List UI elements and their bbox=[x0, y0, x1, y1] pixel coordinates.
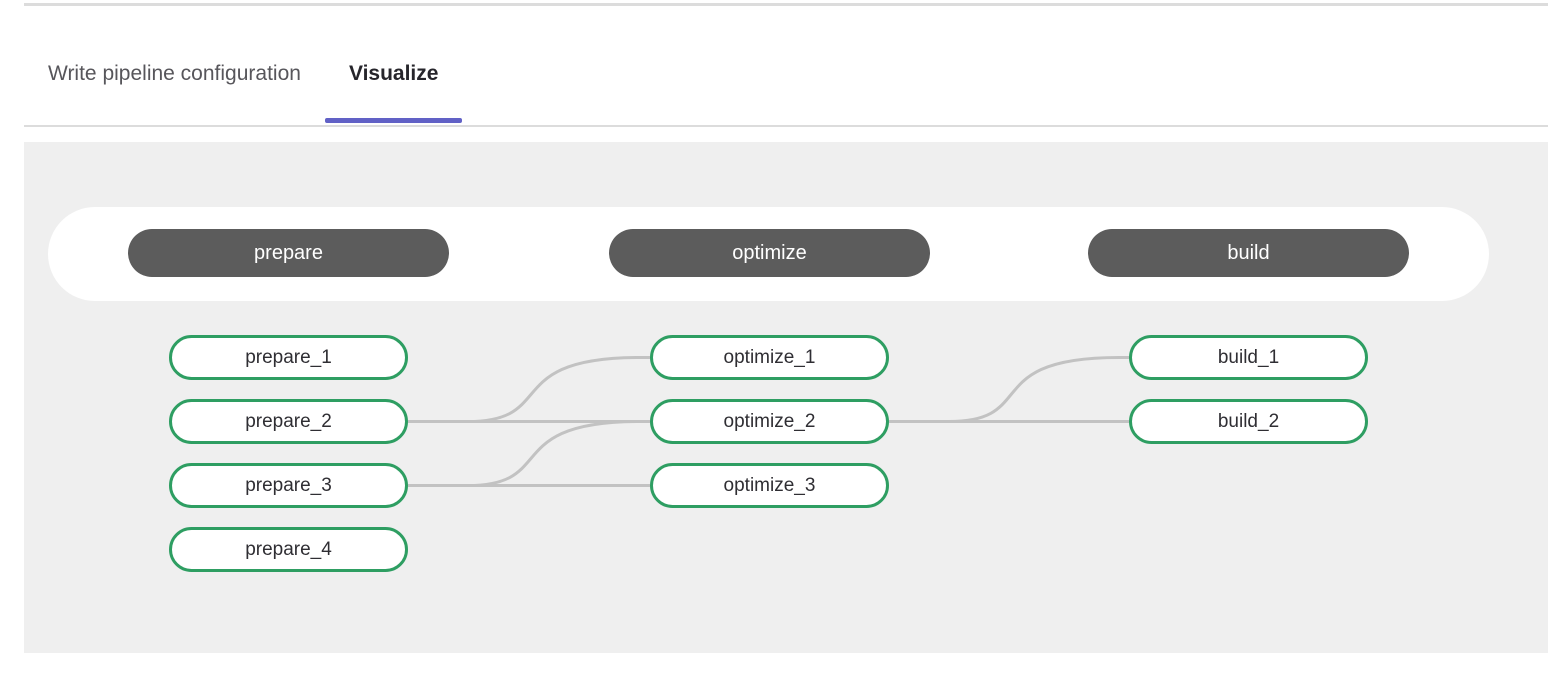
job-pill-prepare_2[interactable]: prepare_2 bbox=[169, 399, 408, 444]
link-prepare_3-to-optimize_2 bbox=[408, 420, 650, 487]
job-pill-optimize_2[interactable]: optimize_2 bbox=[650, 399, 889, 444]
tab-visualize[interactable]: Visualize bbox=[324, 0, 463, 125]
job-pill-prepare_3[interactable]: prepare_3 bbox=[169, 463, 408, 508]
job-pill-build_1[interactable]: build_1 bbox=[1129, 335, 1368, 380]
pipeline-editor-tabs: Write pipeline configuration Visualize bbox=[24, 0, 1548, 127]
pipeline-links-canvas bbox=[408, 356, 1129, 487]
tab-write-pipeline-configuration[interactable]: Write pipeline configuration bbox=[24, 0, 325, 125]
job-pill-build_2[interactable]: build_2 bbox=[1129, 399, 1368, 444]
stage-pill-build: build bbox=[1088, 229, 1409, 277]
job-pill-prepare_4[interactable]: prepare_4 bbox=[169, 527, 408, 572]
tab-label: Write pipeline configuration bbox=[48, 61, 301, 85]
tab-label: Visualize bbox=[348, 61, 439, 85]
job-pill-optimize_1[interactable]: optimize_1 bbox=[650, 335, 889, 380]
job-pill-optimize_3[interactable]: optimize_3 bbox=[650, 463, 889, 508]
job-pill-prepare_1[interactable]: prepare_1 bbox=[169, 335, 408, 380]
stage-pill-prepare: prepare bbox=[128, 229, 449, 277]
top-divider bbox=[24, 3, 1548, 6]
stage-pill-optimize: optimize bbox=[609, 229, 930, 277]
link-prepare_2-to-optimize_1 bbox=[408, 356, 650, 423]
link-optimize_2-to-build_1 bbox=[889, 356, 1129, 423]
